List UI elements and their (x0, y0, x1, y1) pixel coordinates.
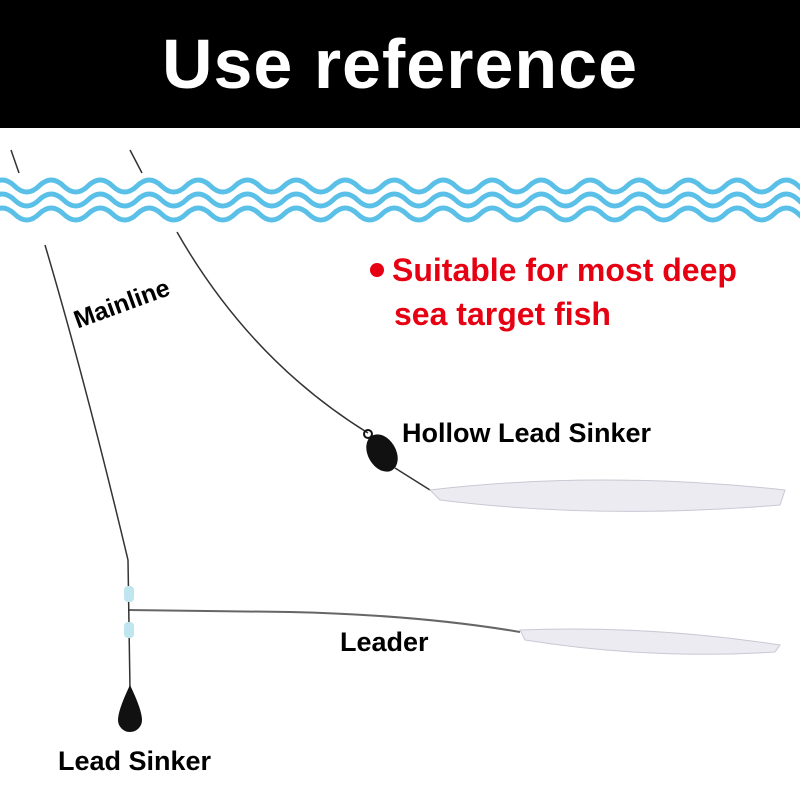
wave-line (0, 205, 800, 223)
note-line-1: Suitable for most deep (392, 252, 737, 288)
label-leader: Leader (340, 627, 429, 657)
bead (124, 586, 134, 602)
line-above-water (129, 149, 143, 174)
swivel-ring (363, 429, 373, 439)
water-waves (0, 177, 800, 223)
line-above-water (10, 149, 20, 174)
title-banner: Use reference (0, 0, 800, 128)
small-lure-fish (519, 628, 781, 655)
large-lure-fish (428, 479, 786, 512)
page-title: Use reference (161, 25, 639, 103)
mainline-left (44, 244, 129, 561)
feature-note: Suitable for most deep sea target fish (370, 248, 737, 336)
lead-sinker-weight (118, 685, 142, 732)
label-hollow-lead-sinker: Hollow Lead Sinker (402, 418, 652, 448)
leader-line (127, 609, 521, 633)
bullet-icon (370, 262, 384, 277)
mainline-right (176, 231, 369, 434)
wave-line (0, 177, 800, 195)
label-lead-sinker: Lead Sinker (58, 746, 212, 776)
hollow-sinker-leader (394, 467, 431, 491)
bead (124, 622, 134, 638)
wave-line (0, 191, 800, 209)
note-line-2: sea target fish (394, 296, 611, 332)
hollow-lead-sinker (366, 434, 398, 472)
